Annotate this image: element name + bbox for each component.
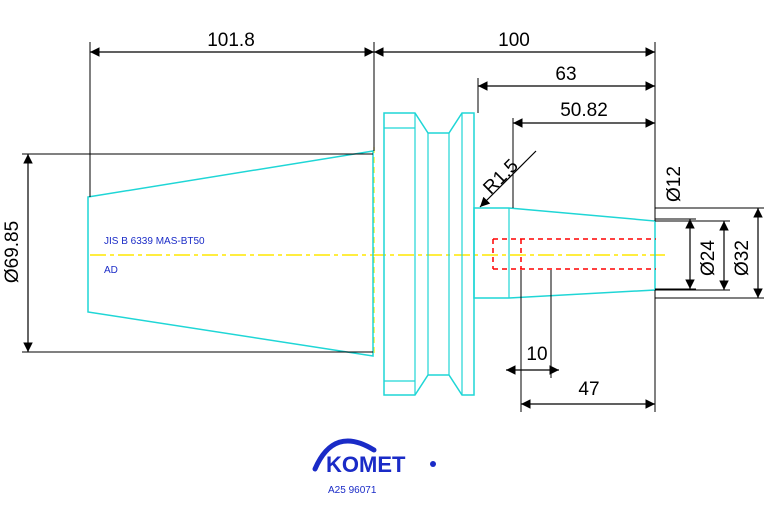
dim-32-label: Ø32 xyxy=(732,240,753,276)
dim-10-label: 10 xyxy=(526,344,547,365)
komet-logo: KOMET A25 96071 xyxy=(312,438,436,496)
dim-12-label: Ø12 xyxy=(664,166,685,202)
dim-69-85-label: Ø69.85 xyxy=(2,221,23,283)
radius-leader xyxy=(479,150,537,208)
logo-text: KOMET xyxy=(326,452,406,477)
hidden-bore xyxy=(492,238,656,270)
dim-63-label: 63 xyxy=(555,64,576,85)
dim-100-label: 100 xyxy=(498,30,530,51)
dim-50-82-label: 50.82 xyxy=(560,100,608,121)
type-label: AD xyxy=(104,265,118,276)
standard-label: JIS B 6339 MAS-BT50 xyxy=(104,236,205,247)
taper-shank-outline xyxy=(87,150,374,357)
logo-arc-inner-icon xyxy=(321,445,369,469)
dim-24-label: Ø24 xyxy=(698,240,719,276)
dim-101-8-label: 101.8 xyxy=(207,30,255,51)
logo-dot-icon xyxy=(430,461,436,467)
dim-47-label: 47 xyxy=(578,379,599,400)
part-number: A25 96071 xyxy=(328,485,377,496)
logo-arc-icon xyxy=(312,438,377,472)
